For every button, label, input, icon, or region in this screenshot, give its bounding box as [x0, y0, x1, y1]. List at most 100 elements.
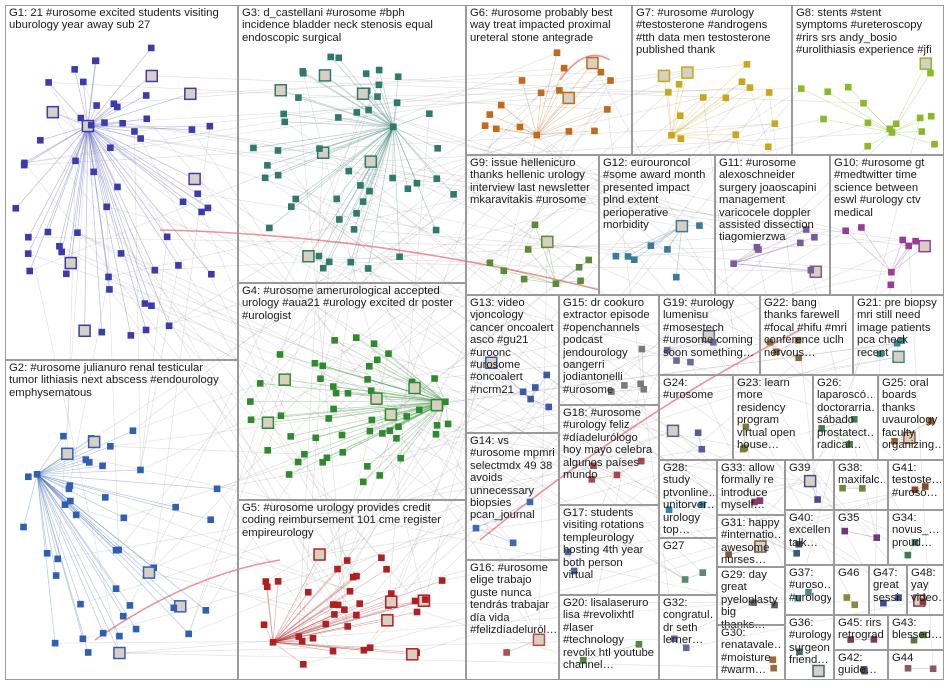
node-g1[interactable] [142, 92, 150, 99]
node-g10[interactable] [912, 237, 919, 245]
node-g5[interactable] [322, 620, 330, 628]
node-g25[interactable] [903, 431, 916, 445]
node-g39[interactable] [814, 496, 821, 503]
node-g19[interactable] [702, 330, 716, 343]
node-g6[interactable] [586, 56, 599, 70]
node-g5[interactable] [356, 600, 363, 607]
node-g8[interactable] [916, 114, 924, 122]
node-g4[interactable] [370, 340, 378, 347]
node-g35[interactable] [873, 534, 881, 541]
node-g1[interactable] [12, 204, 20, 212]
node-g4[interactable] [373, 356, 381, 364]
node-g1[interactable] [77, 114, 85, 122]
node-g3[interactable] [374, 93, 381, 100]
node-g12[interactable] [612, 252, 620, 260]
node-g7[interactable] [657, 69, 671, 83]
node-g6[interactable] [591, 127, 598, 135]
node-g3[interactable] [433, 175, 441, 182]
node-g14[interactable] [509, 539, 517, 547]
node-g4[interactable] [311, 359, 319, 367]
node-g2[interactable] [54, 555, 61, 563]
group-box-g15[interactable]: G15: dr cookuro extractor episode #openc… [559, 295, 659, 405]
node-g3[interactable] [336, 216, 343, 223]
node-g3[interactable] [365, 106, 372, 114]
node-g3[interactable] [316, 145, 323, 152]
group-box-g24[interactable]: G24: #urosome [659, 375, 733, 460]
node-g3[interactable] [357, 182, 364, 189]
node-g1[interactable] [147, 44, 155, 52]
node-g4[interactable] [364, 376, 371, 383]
node-g4[interactable] [393, 435, 400, 442]
node-g3[interactable] [345, 167, 353, 175]
node-g19[interactable] [687, 358, 694, 366]
node-g11[interactable] [730, 260, 737, 267]
node-g3[interactable] [274, 147, 282, 154]
node-g4[interactable] [301, 450, 308, 458]
group-box-g42[interactable]: G42: guide… [834, 650, 888, 680]
node-g18[interactable] [590, 462, 597, 470]
node-g4[interactable] [339, 449, 347, 456]
node-g43[interactable] [920, 631, 927, 639]
node-g4[interactable] [370, 392, 383, 405]
node-g32[interactable] [671, 635, 678, 643]
node-g2[interactable] [116, 632, 123, 640]
node-g4[interactable] [395, 423, 402, 431]
node-g17[interactable] [570, 567, 578, 575]
node-g7[interactable] [771, 120, 779, 127]
node-g22[interactable] [795, 354, 802, 362]
node-g1[interactable] [87, 121, 95, 129]
node-g21[interactable] [898, 337, 906, 344]
node-g5[interactable] [334, 601, 342, 609]
group-box-g20[interactable]: G20: lisalaseruro lisa #revolixhtl #lase… [559, 595, 659, 680]
node-g2[interactable] [77, 600, 84, 608]
node-g16[interactable] [532, 633, 546, 647]
node-g1[interactable] [117, 250, 125, 257]
node-g2[interactable] [170, 604, 178, 612]
node-g45[interactable] [847, 636, 854, 643]
node-g25[interactable] [891, 437, 898, 445]
node-g12[interactable] [696, 222, 703, 229]
group-box-g33[interactable]: G33: allow formally re introduce myself… [717, 460, 785, 515]
node-g41[interactable] [911, 486, 919, 494]
node-g10[interactable] [905, 242, 912, 250]
node-g1[interactable] [127, 332, 135, 339]
node-g30[interactable] [769, 656, 777, 664]
node-g2[interactable] [61, 501, 69, 508]
node-g3[interactable] [281, 118, 289, 126]
node-g1[interactable] [188, 172, 201, 186]
node-g4[interactable] [247, 398, 254, 405]
node-g2[interactable] [85, 459, 93, 466]
node-g3[interactable] [413, 179, 421, 187]
node-g3[interactable] [396, 253, 403, 261]
node-g4[interactable] [338, 431, 346, 439]
group-box-g6[interactable]: G6: #urosome probably best way treat imp… [466, 5, 632, 155]
node-g9[interactable] [541, 235, 554, 249]
node-g1[interactable] [145, 69, 159, 83]
node-g22[interactable] [794, 336, 802, 344]
node-g8[interactable] [931, 140, 938, 148]
node-g36[interactable] [796, 648, 803, 656]
node-g5[interactable] [405, 648, 419, 661]
node-g28[interactable] [665, 506, 673, 514]
node-g37[interactable] [805, 588, 812, 596]
node-g19[interactable] [663, 346, 671, 354]
node-g4[interactable] [397, 454, 404, 462]
group-box-g40[interactable]: G40: excellent talk… [785, 510, 834, 565]
group-box-g18[interactable]: G18: #urosome #urology feliz #díadeluról… [559, 405, 659, 505]
node-g1[interactable] [103, 203, 110, 211]
node-g3[interactable] [394, 73, 402, 81]
node-g5[interactable] [381, 614, 394, 627]
node-g3[interactable] [264, 162, 271, 169]
node-g6[interactable] [533, 131, 541, 139]
node-g6[interactable] [537, 89, 545, 97]
group-box-g10[interactable]: G10: #urosome gt #medtwitter time scienc… [830, 155, 944, 295]
node-g9[interactable] [577, 277, 584, 285]
node-g6[interactable] [497, 101, 505, 109]
node-g2[interactable] [172, 503, 179, 511]
node-g4[interactable] [325, 415, 333, 422]
node-g5[interactable] [331, 611, 338, 618]
node-g1[interactable] [206, 122, 214, 130]
node-g2[interactable] [119, 612, 127, 620]
node-g10[interactable] [899, 236, 906, 244]
node-g23[interactable] [741, 444, 749, 452]
